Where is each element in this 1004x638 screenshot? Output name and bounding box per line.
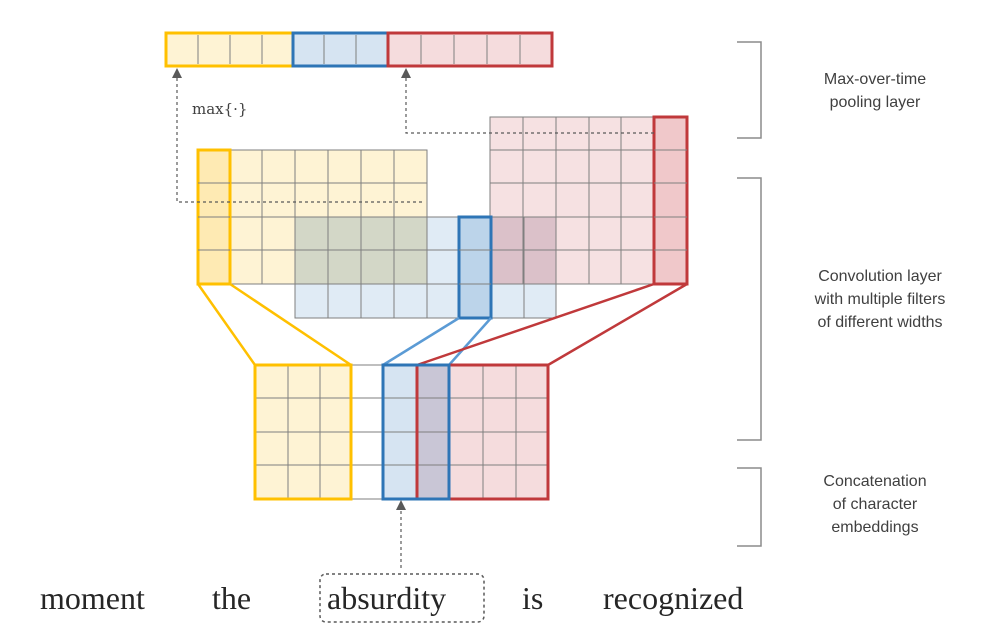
pooling-layer-label: Max-over-time pooling layer (790, 68, 960, 114)
layer-brackets (737, 41, 762, 547)
pooling-label-line-2: pooling layer (829, 94, 921, 111)
pooled-blue-segment (291, 31, 390, 68)
concatenation-label-line-1: Concatenation (823, 473, 927, 490)
sentence-word-absurdity: absurdity (327, 580, 447, 616)
pooled-red-segment (386, 31, 554, 68)
pooling-label-line-1: Max-over-time (823, 71, 927, 88)
concatenation-label-line-2: of character (832, 496, 918, 513)
concatenation-label-line-3: embeddings (831, 519, 919, 536)
concatenation-bracket (737, 467, 762, 547)
blue-connector-left (382, 316, 460, 367)
red-connector-right (547, 282, 688, 367)
sentence-word-the: the (212, 580, 252, 616)
blue-filter-output (457, 215, 493, 320)
sentence-word-is: is (522, 580, 544, 616)
character-embeddings (253, 363, 550, 501)
pooling-bracket (737, 41, 762, 139)
yellow-connector-right (229, 282, 352, 367)
word-highlight-box (319, 573, 485, 623)
convolution-label-line-2: with multiple filters (814, 291, 946, 308)
max-operator-label: max{·} (192, 100, 248, 118)
feature-maps (229, 116, 655, 319)
arrowheads (172, 68, 411, 510)
sentence-word-moment: moment (40, 580, 145, 616)
convolution-bracket (737, 177, 762, 441)
feature-map-gridlines (230, 117, 654, 318)
concatenation-label: Concatenation of character embeddings (780, 470, 970, 539)
convolution-filters (196, 115, 689, 320)
convolution-label-line-3: of different widths (817, 314, 943, 331)
red-connector-left (416, 282, 655, 367)
pooled-output-vector (164, 31, 554, 68)
filter-connectors (196, 282, 688, 367)
red-filter-output (652, 115, 689, 286)
yellow-connector-left (196, 283, 257, 366)
convolution-layer-label: Convolution layer with multiple filters … (770, 265, 990, 334)
sentence-word-recognized: recognized (603, 580, 744, 616)
blue-connector-right (448, 317, 492, 366)
convolution-label-line-1: Convolution layer (818, 268, 942, 285)
pooling-arrows (176, 76, 654, 568)
max-pool-arrow-red (405, 76, 654, 134)
